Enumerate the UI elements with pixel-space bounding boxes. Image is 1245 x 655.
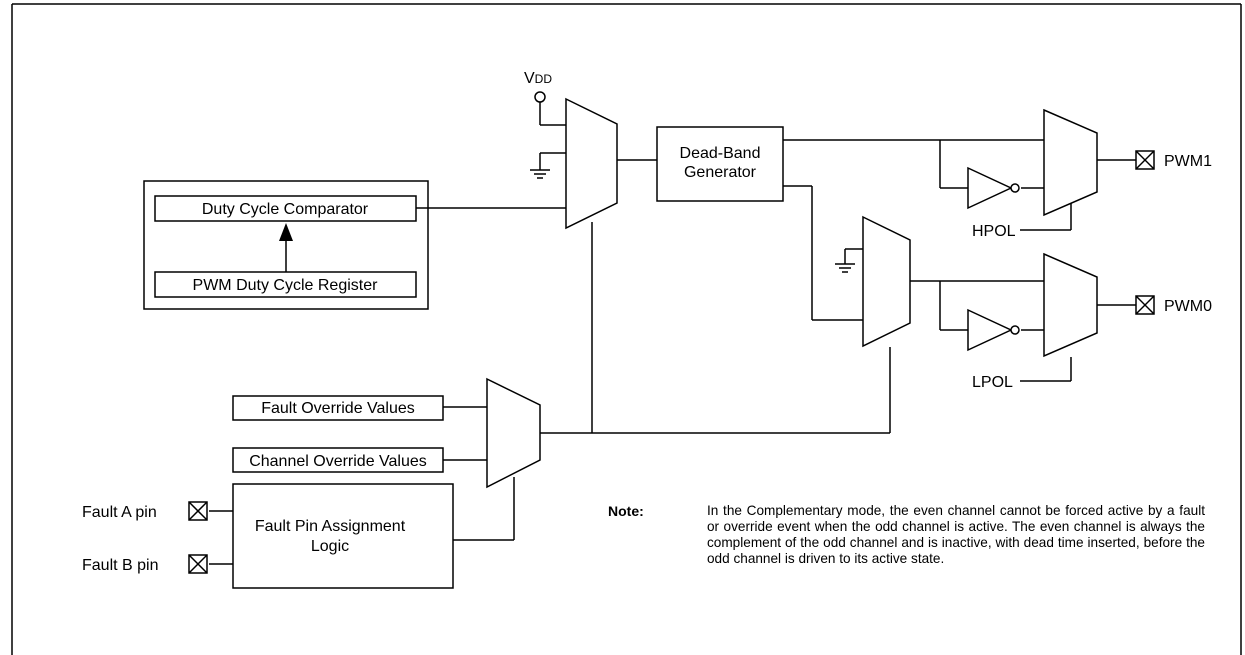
fault-pin-assignment-label: Fault Pin Assignment [255, 518, 406, 535]
pwm1-polarity-mux [1043, 108, 1098, 217]
ground-icon [835, 263, 855, 273]
note-heading: Note: [608, 503, 644, 519]
duty-cycle-group [143, 180, 429, 310]
pin-icon [1135, 150, 1155, 170]
pwm-duty-cycle-register-label: PWM Duty Cycle Register [193, 277, 379, 294]
pwm1-pin-label: PWM1 [1164, 153, 1212, 170]
pwm-duty-cycle-register [154, 271, 417, 298]
duty-cycle-comparator [154, 195, 417, 222]
fault-pin-assignment-label-2: Logic [311, 538, 349, 555]
pwm0-pin-label: PWM0 [1164, 298, 1212, 315]
update-arrow-icon [279, 223, 293, 241]
channel-override-values [232, 447, 444, 473]
inverter-icon [967, 166, 1020, 210]
hpol-label: HPOL [972, 223, 1016, 240]
dead-band-generator [656, 126, 784, 202]
vdd-supply-icon [534, 91, 546, 103]
pin-icon [188, 501, 208, 521]
dead-band-generator-label-2: Generator [684, 164, 757, 181]
duty-cycle-comparator-label: Duty Cycle Comparator [202, 201, 369, 218]
override-selector-mux [486, 377, 541, 489]
fault-pin-assignment-logic [232, 483, 454, 589]
fault-a-pin-label: Fault A pin [82, 504, 157, 521]
vdd-label: VDD [524, 70, 552, 87]
figure-frame [11, 3, 1242, 655]
fault-override-values-label: Fault Override Values [261, 400, 415, 417]
ground-icon [530, 169, 550, 179]
wires [209, 102, 1136, 565]
dead-band-generator-label: Dead-Band [680, 145, 761, 162]
note-text: In the Complementary mode, the even chan… [707, 503, 1205, 566]
fault-b-pin-label: Fault B pin [82, 557, 158, 574]
pwm0-polarity-mux [1043, 252, 1098, 358]
output-mux-2 [862, 215, 911, 348]
lpol-label: LPOL [972, 374, 1013, 391]
pin-icon [1135, 295, 1155, 315]
output-mux-1 [565, 97, 618, 230]
inverter-icon [967, 308, 1020, 352]
pin-icon [188, 554, 208, 574]
channel-override-values-label: Channel Override Values [249, 453, 427, 470]
fault-override-values [232, 395, 444, 421]
